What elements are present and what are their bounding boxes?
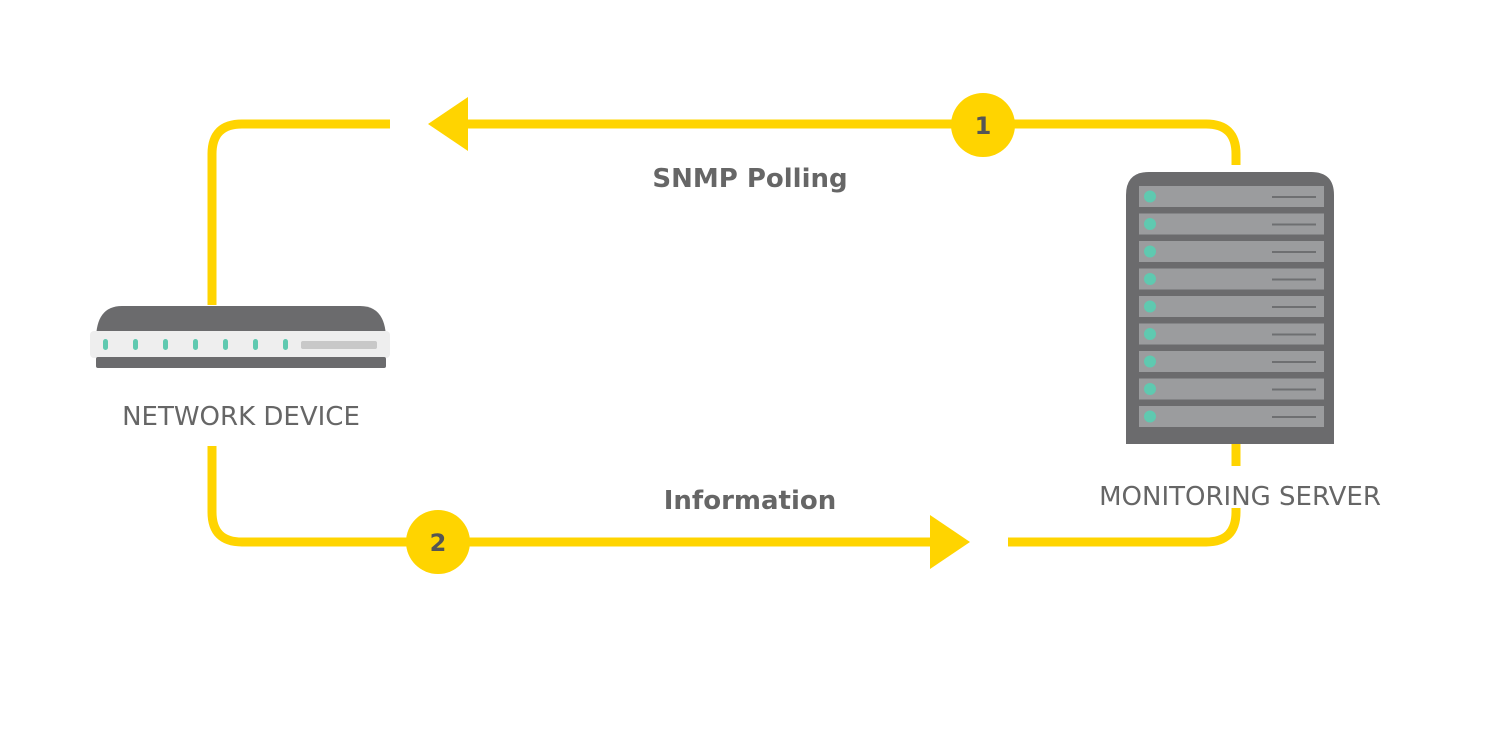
device-led bbox=[193, 339, 198, 350]
server-slot bbox=[1139, 186, 1324, 207]
server-slot bbox=[1139, 351, 1324, 372]
server-led bbox=[1144, 383, 1156, 395]
server-slot bbox=[1139, 296, 1324, 317]
server-led bbox=[1144, 190, 1156, 203]
step-number-1: 1 bbox=[975, 112, 992, 140]
server-led bbox=[1144, 245, 1156, 258]
information-flow-line bbox=[207, 446, 938, 547]
server-slot bbox=[1139, 406, 1324, 427]
server-led bbox=[1144, 218, 1156, 230]
device-led bbox=[253, 339, 258, 350]
information-label: Information bbox=[664, 486, 837, 516]
information-arrowhead bbox=[930, 515, 970, 569]
step-number-2: 2 bbox=[430, 529, 447, 557]
information-flow-line-right bbox=[1008, 508, 1241, 547]
polling-flow-line bbox=[460, 119, 1241, 165]
router-icon bbox=[90, 306, 390, 368]
network-device-label: NETWORK DEVICE bbox=[122, 402, 360, 432]
server-rack-icon bbox=[1126, 172, 1334, 444]
server-slot bbox=[1139, 378, 1324, 400]
server-slot bbox=[1139, 241, 1324, 262]
server-slot bbox=[1139, 213, 1324, 235]
device-led bbox=[223, 339, 228, 350]
information-flow: 2 Information bbox=[207, 446, 1241, 574]
device-led bbox=[163, 339, 168, 350]
device-led bbox=[283, 339, 288, 350]
step-badge-1: 1 bbox=[951, 93, 1015, 157]
server-slot bbox=[1139, 323, 1324, 345]
polling-arrowhead bbox=[428, 97, 468, 151]
device-led bbox=[103, 339, 108, 350]
server-led bbox=[1144, 410, 1156, 423]
device-led-group bbox=[103, 339, 288, 350]
server-led bbox=[1144, 355, 1156, 368]
server-slot bbox=[1139, 268, 1324, 290]
server-slot-group bbox=[1139, 186, 1324, 427]
polling-label: SNMP Polling bbox=[652, 164, 847, 194]
step-badge-2: 2 bbox=[406, 510, 470, 574]
polling-flow: 1 SNMP Polling bbox=[207, 93, 1241, 305]
server-led bbox=[1144, 328, 1156, 340]
server-led bbox=[1144, 273, 1156, 285]
polling-flow-line-left bbox=[207, 119, 390, 305]
monitoring-server-label: MONITORING SERVER bbox=[1099, 482, 1381, 512]
server-led bbox=[1144, 300, 1156, 313]
device-led bbox=[133, 339, 138, 350]
